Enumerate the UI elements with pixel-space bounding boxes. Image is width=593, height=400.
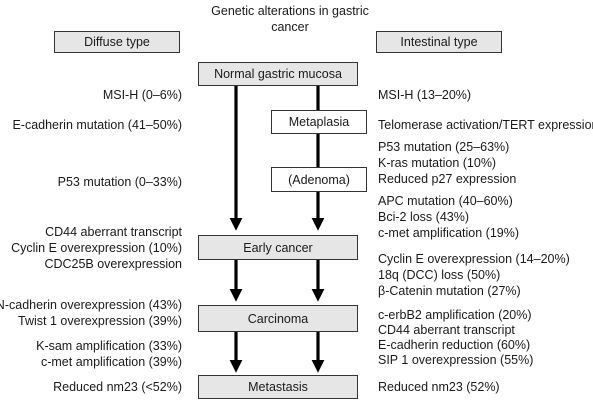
right-msi: MSI-H (13–20%) <box>378 88 472 102</box>
right-preearly-3: c-met amplification (19%) <box>378 226 520 240</box>
right-preearly-2: Bci-2 loss (43%) <box>378 210 469 224</box>
left-metastasis: Reduced nm23 (<52%) <box>53 380 182 394</box>
right-carcinoma-1: c-erbB2 amplification (20%) <box>378 308 532 322</box>
left-amp-1: K-sam amplification (33%) <box>36 339 182 353</box>
right-telomerase: Telomerase activation/TERT expression <box>378 118 593 132</box>
right-postearly-3: β-Catenin mutation (27%) <box>378 284 521 298</box>
diffuse-type-header: Diffuse type <box>54 31 180 53</box>
right-metastasis: Reduced nm23 (52%) <box>378 380 500 394</box>
left-ecadherin: E-cadherin mutation (41–50%) <box>12 118 182 132</box>
stage-carcinoma: Carcinoma <box>198 305 358 332</box>
left-early-2: Cyclin E overexpression (10%) <box>11 241 182 255</box>
left-carcinoma-1: N-cadherin overexpression (43%) <box>0 298 182 312</box>
right-postearly-1: Cyclin E overexpression (14–20%) <box>378 252 570 266</box>
stage-metastasis: Metastasis <box>198 375 358 399</box>
stage-metaplasia: Metaplasia <box>271 110 367 134</box>
stage-normal-mucosa: Normal gastric mucosa <box>198 62 358 86</box>
left-early-3: CDC25B overexpression <box>44 257 182 271</box>
diagram-title: Genetic alterations in gastric cancer <box>211 4 369 34</box>
right-premeta-2: K-ras mutation (10%) <box>378 156 497 170</box>
right-preearly-1: APC mutation (40–60%) <box>378 194 513 208</box>
right-carcinoma-4: SIP 1 overexpression (55%) <box>378 353 534 367</box>
right-carcinoma-3: E-cadherin reduction (60%) <box>378 338 531 352</box>
right-carcinoma-2: CD44 aberrant transcript <box>378 323 515 337</box>
left-msi: MSI-H (0–6%) <box>102 88 182 102</box>
right-premeta-3: Reduced p27 expression <box>378 172 517 186</box>
stage-early-cancer: Early cancer <box>198 235 358 260</box>
left-early-1: CD44 aberrant transcript <box>45 225 182 239</box>
intestinal-type-header: Intestinal type <box>376 31 502 53</box>
right-premeta-1: P53 mutation (25–63%) <box>378 140 510 154</box>
left-p53: P53 mutation (0–33%) <box>57 175 182 189</box>
right-postearly-2: 18q (DCC) loss (50%) <box>378 268 501 282</box>
left-carcinoma-2: Twist 1 overexpression (39%) <box>18 314 182 328</box>
stage-adenoma: (Adenoma) <box>271 167 367 192</box>
left-amp-2: c-met amplification (39%) <box>40 355 182 369</box>
